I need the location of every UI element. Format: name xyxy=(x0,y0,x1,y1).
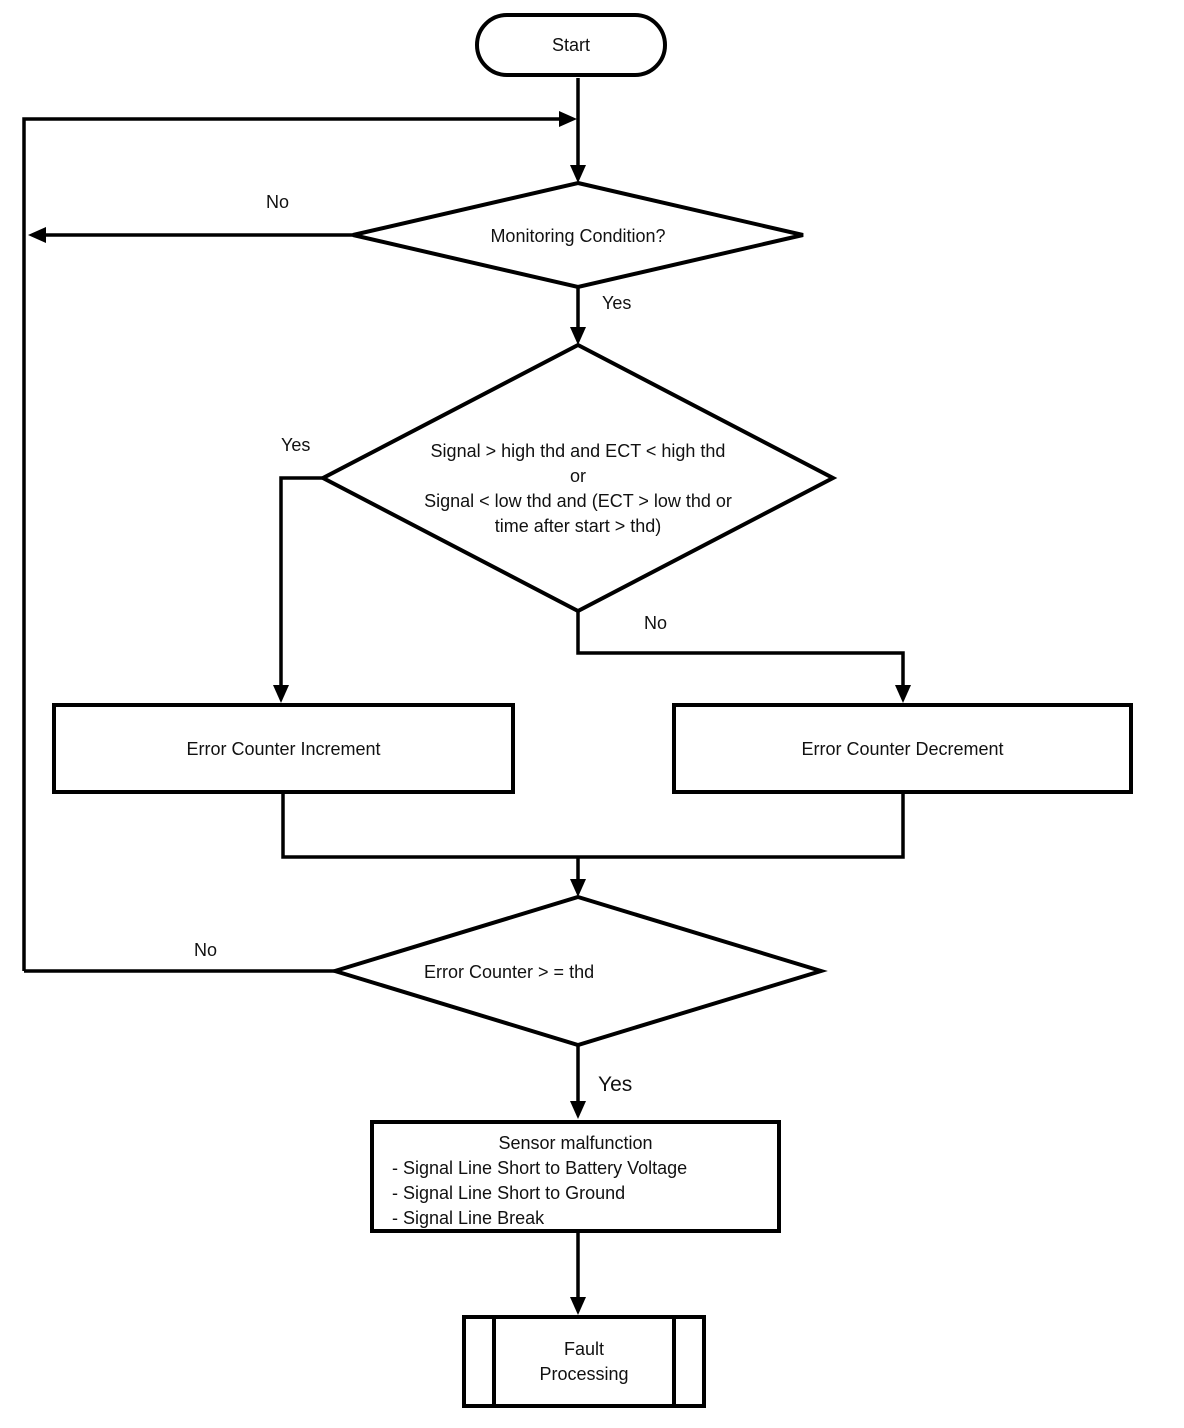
edge-decrement-to-merge xyxy=(578,794,905,859)
process-error-counter-decrement: Error Counter Decrement xyxy=(672,703,1133,794)
counter-no-label: No xyxy=(194,940,218,960)
arrowhead-monitoring-no-left xyxy=(28,227,46,243)
arrowhead-into-monitoring xyxy=(570,165,586,183)
counter-yes-label: Yes xyxy=(598,1073,633,1096)
arrowhead-into-fault xyxy=(570,1297,586,1315)
monitoring-decision-label: Monitoring Condition? xyxy=(490,226,666,246)
edge-signal-yes xyxy=(279,476,323,696)
arrowhead-into-sensor xyxy=(570,1101,586,1119)
signal-decision-label: Signal > high thd and ECT < high thd or … xyxy=(424,441,732,536)
signal-yes-label: Yes xyxy=(281,435,311,455)
fault-processing-box: Fault Processing xyxy=(462,1315,706,1408)
edge-signal-no xyxy=(576,611,905,696)
sensor-malfunction-item: - Signal Line Short to Battery Voltage xyxy=(392,1158,688,1178)
arrowhead-into-signal xyxy=(570,327,586,345)
decision-counter-shape xyxy=(328,894,828,1048)
sensor-malfunction-title: Sensor malfunction xyxy=(498,1133,653,1153)
edge-increment-to-merge xyxy=(281,794,578,859)
decision-signal-shape xyxy=(318,342,838,614)
error-decrement-label: Error Counter Decrement xyxy=(801,738,1004,759)
monitoring-yes-label: Yes xyxy=(602,293,632,313)
arrowhead-into-decrement xyxy=(895,685,911,703)
error-increment-label: Error Counter Increment xyxy=(186,738,381,759)
start-terminator: Start xyxy=(475,13,667,77)
sensor-malfunction-item: - Signal Line Short to Ground xyxy=(392,1183,626,1203)
arrowhead-feedback-right xyxy=(559,111,577,127)
predefined-process-right-bar xyxy=(672,1319,676,1404)
fault-processing-label: Fault Processing xyxy=(539,1338,629,1384)
sensor-malfunction-item: - Signal Line Break xyxy=(392,1208,545,1228)
counter-decision-label: Error Counter > = thd xyxy=(424,962,595,982)
signal-no-label: No xyxy=(644,613,668,633)
arrowhead-into-increment xyxy=(273,685,289,703)
predefined-process-left-bar xyxy=(492,1319,496,1404)
decision-monitoring-shape xyxy=(352,180,804,290)
start-label: Start xyxy=(551,35,590,55)
process-error-counter-increment: Error Counter Increment xyxy=(52,703,515,794)
edge-feedback-rail xyxy=(22,117,560,971)
monitoring-no-label: No xyxy=(266,192,290,212)
arrowhead-into-counter xyxy=(570,879,586,897)
sensor-malfunction-box: Sensor malfunction - Signal Line Short t… xyxy=(370,1120,781,1233)
